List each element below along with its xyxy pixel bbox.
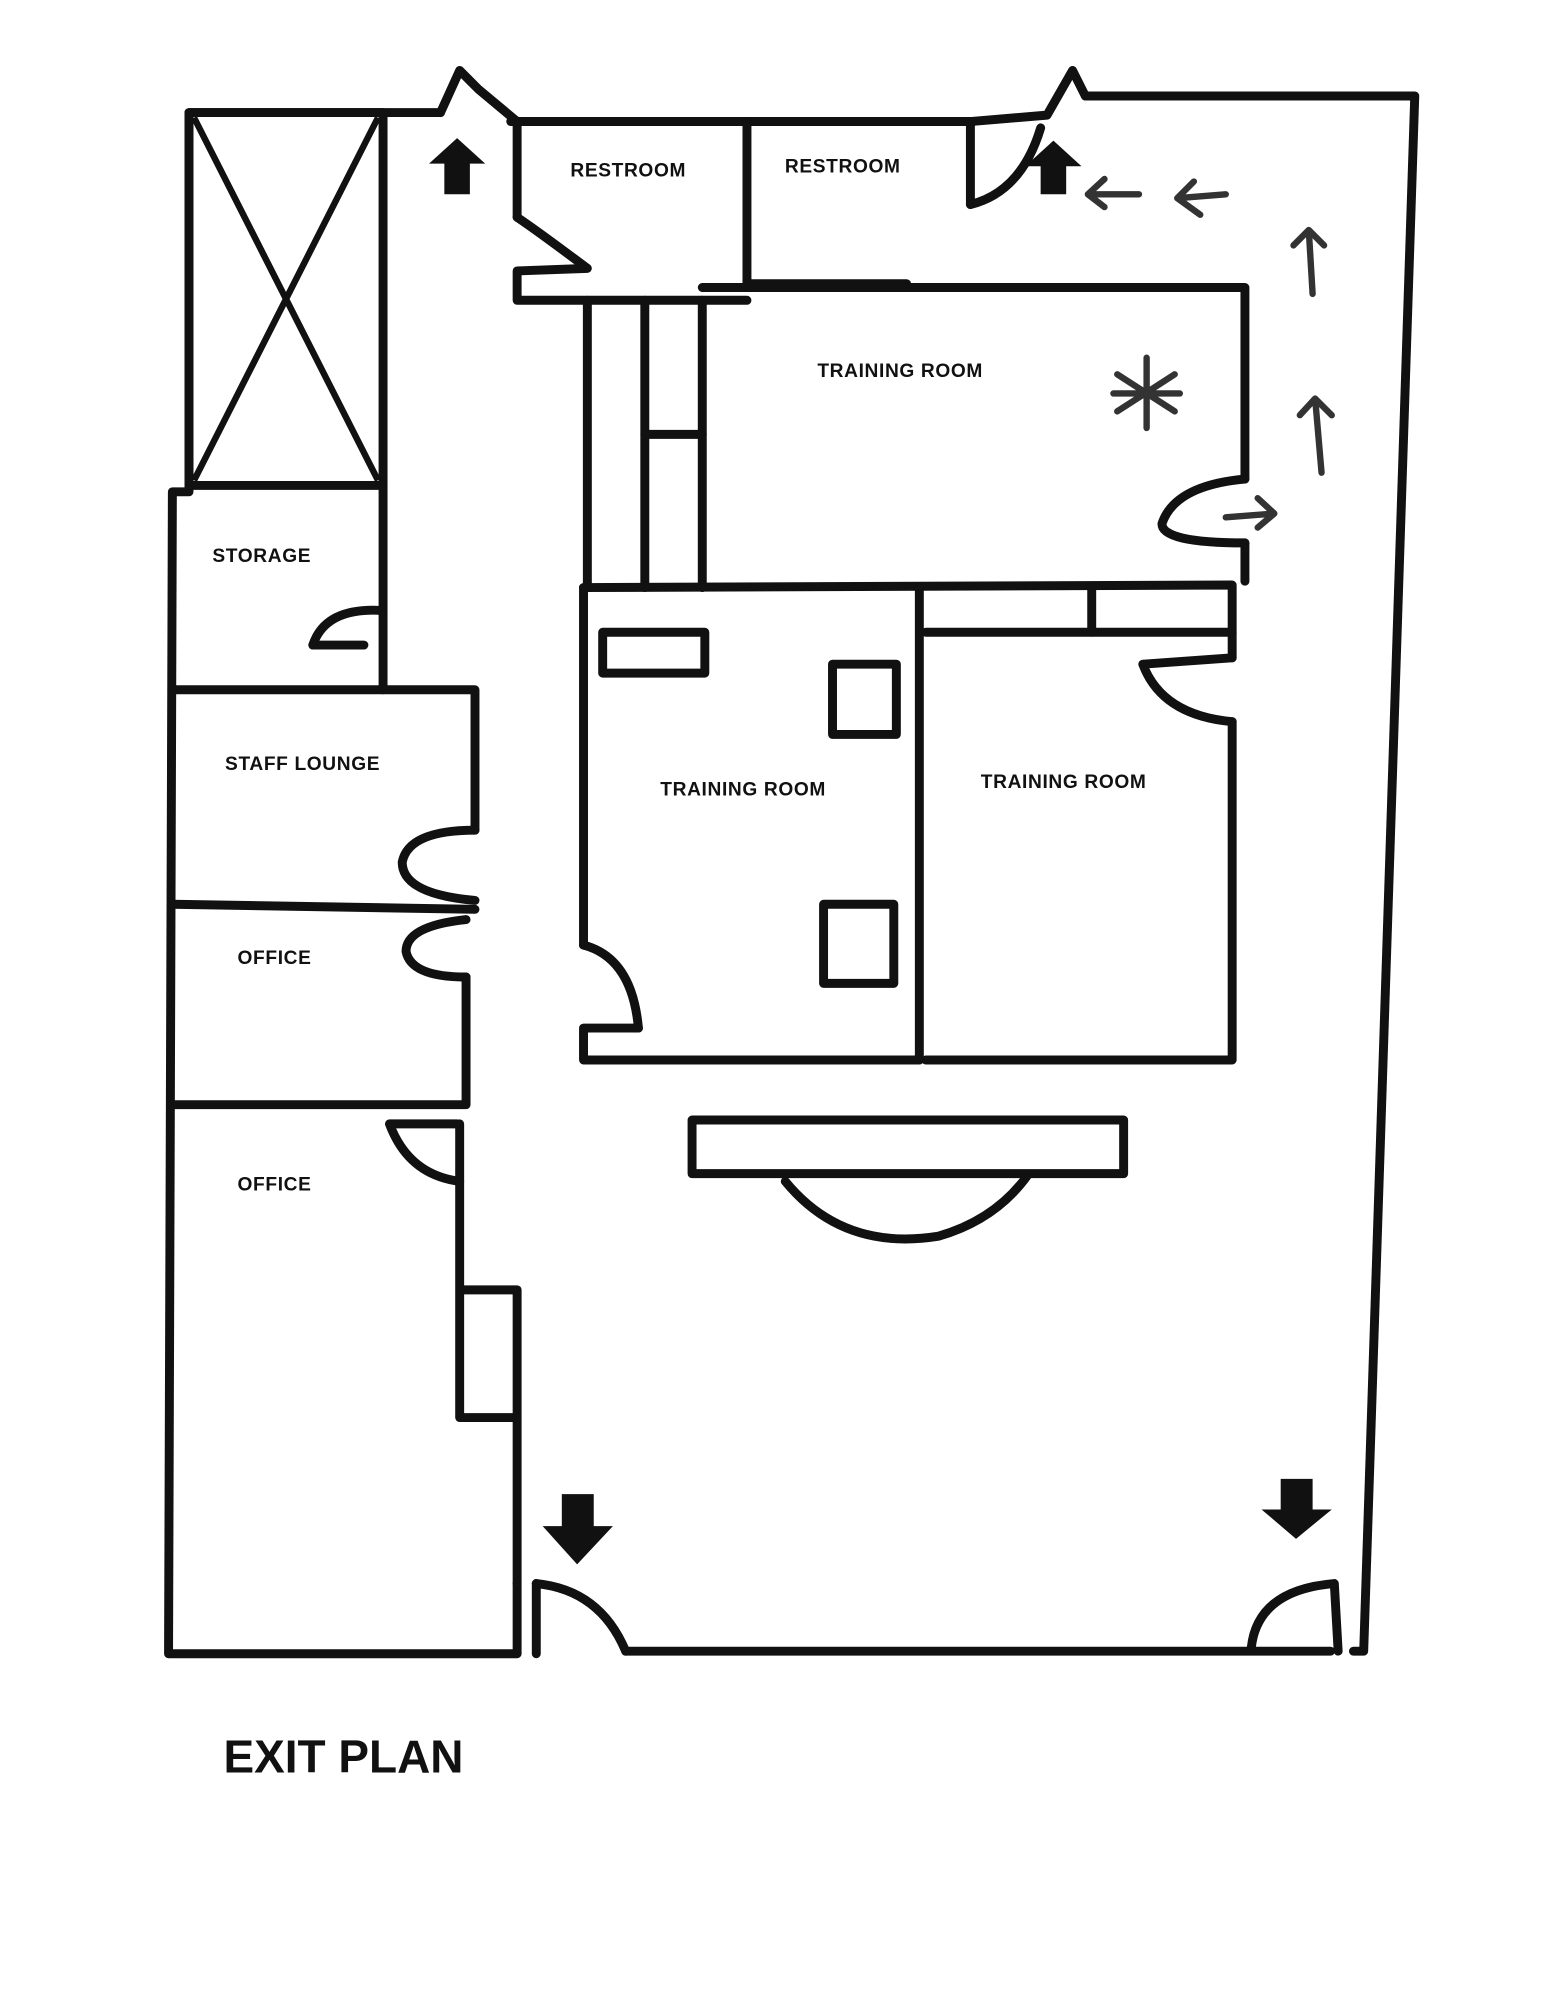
label-office-1: OFFICE (238, 948, 312, 969)
label-training-room-left: TRAINING ROOM (660, 780, 826, 801)
exit-arrows (429, 138, 1332, 1565)
label-restroom-1: RESTROOM (570, 160, 686, 181)
evacuation-route (1084, 175, 1335, 531)
elevator-shaft (184, 108, 388, 490)
exit-arrow-down-icon (1261, 1478, 1332, 1539)
label-storage: STORAGE (212, 546, 311, 567)
storage-room (308, 480, 388, 695)
exit-arrow-down-icon (542, 1494, 613, 1565)
label-restroom-2: RESTROOM (785, 157, 901, 178)
route-arrow-left-icon (1174, 178, 1229, 218)
reception-desk (687, 1115, 1129, 1244)
route-arrow-up-icon (1296, 395, 1335, 476)
label-training-room-right: TRAINING ROOM (981, 772, 1147, 793)
route-arrow-right-icon (1222, 495, 1278, 531)
you-are-here-asterisk-icon (1110, 354, 1184, 432)
route-arrow-up-icon (1290, 226, 1328, 298)
label-office-2: OFFICE (238, 1174, 312, 1195)
exit-doors (531, 1579, 1343, 1656)
plan-title: EXIT PLAN (223, 1731, 463, 1783)
training-rooms (579, 283, 1250, 1065)
restrooms (436, 65, 1090, 305)
label-staff-lounge: STAFF LOUNGE (225, 754, 380, 775)
exit-arrow-up-icon (429, 138, 486, 195)
label-training-room-top: TRAINING ROOM (817, 361, 983, 382)
exit-arrow-up-icon (1025, 140, 1082, 195)
west-rooms (167, 685, 522, 1588)
route-arrow-left-icon (1084, 175, 1143, 211)
